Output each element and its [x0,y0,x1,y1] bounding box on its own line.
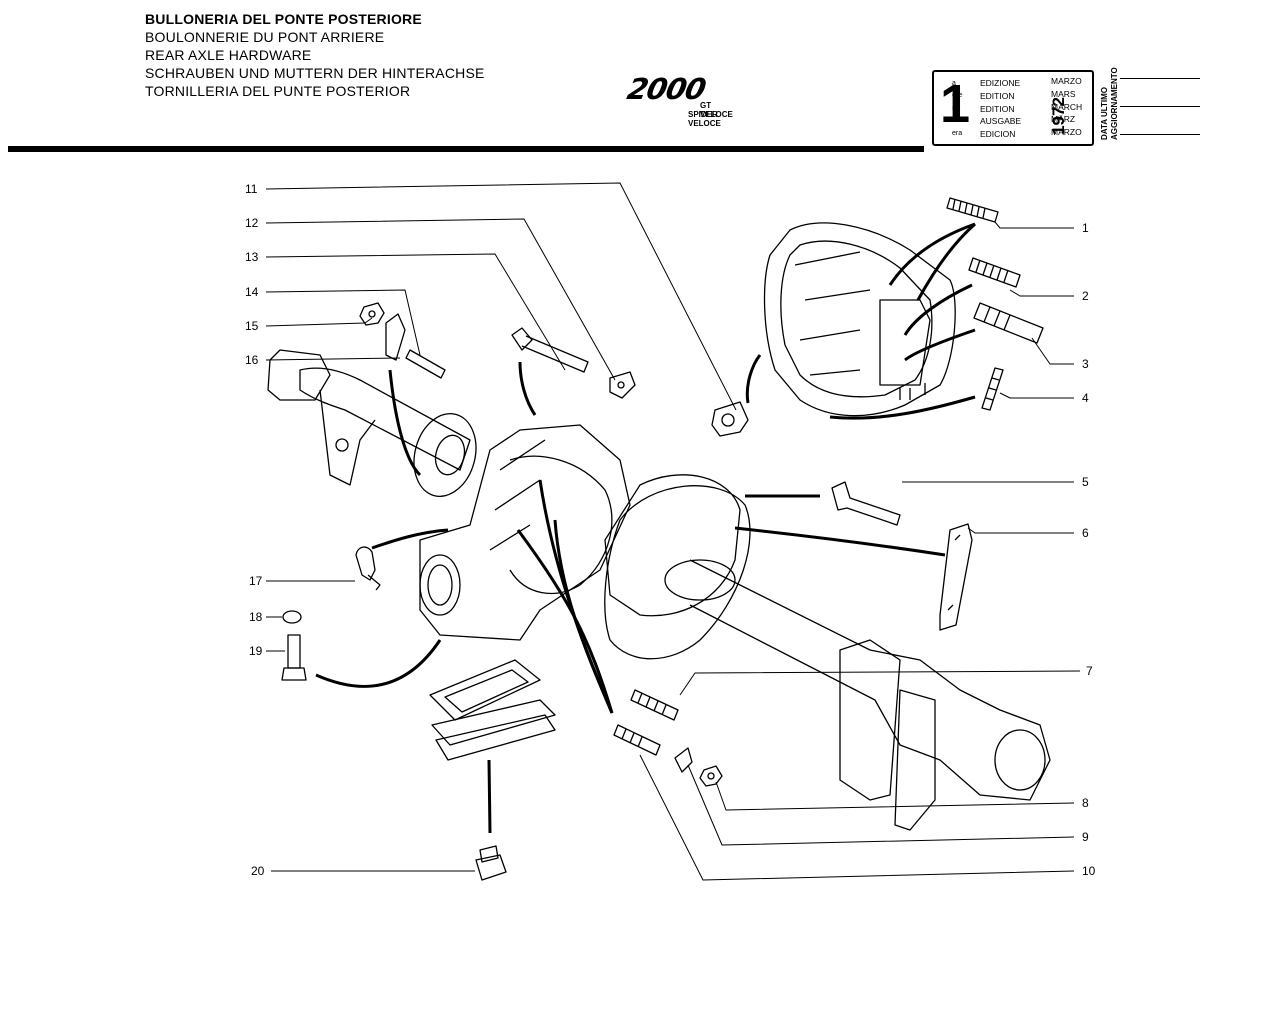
callout-15: 15 [245,319,259,333]
edition-month: MARS [1051,89,1076,99]
left-axle-tube-part [267,349,471,486]
callout-4: 4 [1082,391,1089,405]
title-english: REAR AXLE HARDWARE [145,47,312,63]
bottom-cover-gasket-part [429,659,556,761]
stud-part-5 [831,481,901,526]
header-rule [8,146,924,152]
edition-suffix: era [952,130,963,137]
differential-carrier-part [419,424,631,641]
assembly-arrows [315,222,976,834]
model-line-gt: GT VELOCE [700,101,733,119]
edition-suffix: ere [952,92,963,99]
edition-month: MÄRZ [1051,114,1076,124]
callout-14: 14 [245,285,259,299]
edition-month: MARCH [1051,102,1083,112]
edition-suffix: st [952,105,958,112]
update-date-line [1120,134,1200,135]
drain-plug-part-20 [475,845,507,881]
differential-cover-part [763,222,956,417]
stud-part-7 [630,689,679,721]
right-axle-tube-part [604,474,1051,831]
nut-part-8 [699,765,723,787]
callout-13: 13 [245,250,259,264]
model-logo: 2000 GT VELOCE SPIDER VELOCE [624,72,733,128]
leader-lines [265,182,1081,881]
model-line-spider: SPIDER VELOCE [688,110,721,128]
stud-part-1 [946,197,999,223]
edition-box: 1 a ere st . era EDIZIONE EDITION EDITIO… [932,70,1094,146]
callout-5: 5 [1082,475,1089,489]
edition-number: 1 [940,74,971,134]
stud-part-10 [613,724,661,756]
callout-2: 2 [1082,289,1089,303]
stud-part-16 [405,349,446,379]
bump-stop-part-17 [355,546,381,591]
callout-20: 20 [251,864,265,878]
callout-18: 18 [249,610,263,624]
update-date-line [1120,106,1200,107]
stud-part-4 [981,367,1004,411]
callout-9: 9 [1082,830,1089,844]
edition-word: EDITION [980,91,1015,101]
callout-7: 7 [1086,664,1093,678]
title-block: BULLONERIA DEL PONTE POSTERIORE BOULONNE… [145,10,485,100]
title-italian: BULLONERIA DEL PONTE POSTERIORE [145,11,422,27]
edition-month: MARZO [1051,127,1082,137]
lock-washer-part-14 [385,313,406,361]
washer-part-18 [282,610,302,624]
bolt-part-19 [281,634,307,681]
callout-8: 8 [1082,796,1089,810]
callout-11: 11 [245,182,258,196]
shim-part-6 [939,523,973,631]
callout-12: 12 [245,216,259,230]
washer-part-12 [609,371,636,399]
callout-16: 16 [245,353,259,367]
callout-3: 3 [1082,357,1089,371]
cover-gasket-part [604,485,751,660]
tab-washer-part-9 [674,747,693,773]
nut-part-11 [711,401,749,437]
title-german: SCHRAUBEN UND MUTTERN DER HINTERACHSE [145,65,485,81]
nut-part-15 [359,302,385,326]
edition-word: AUSGABE [980,116,1022,126]
edition-word: EDICION [980,129,1016,139]
edition-suffix: . [952,117,954,124]
edition-word: EDITION [980,104,1015,114]
flange-gasket-part [413,413,477,497]
bolt-part-13 [511,327,589,373]
title-french: BOULONNERIE DU PONT ARRIERE [145,29,385,45]
edition-month: MARZO [1051,76,1082,86]
edition-suffix: a [952,80,956,87]
callout-17: 17 [249,574,263,588]
callout-6: 6 [1082,526,1089,540]
callout-1: 1 [1082,221,1089,235]
stud-part-3 [973,302,1044,344]
title-spanish: TORNILLERIA DEL PUNTE POSTERIOR [145,83,411,99]
callout-19: 19 [249,644,263,658]
stud-part-2 [968,257,1021,288]
edition-word: EDIZIONE [980,78,1021,88]
update-date-line [1120,78,1200,79]
callout-10: 10 [1082,864,1096,878]
